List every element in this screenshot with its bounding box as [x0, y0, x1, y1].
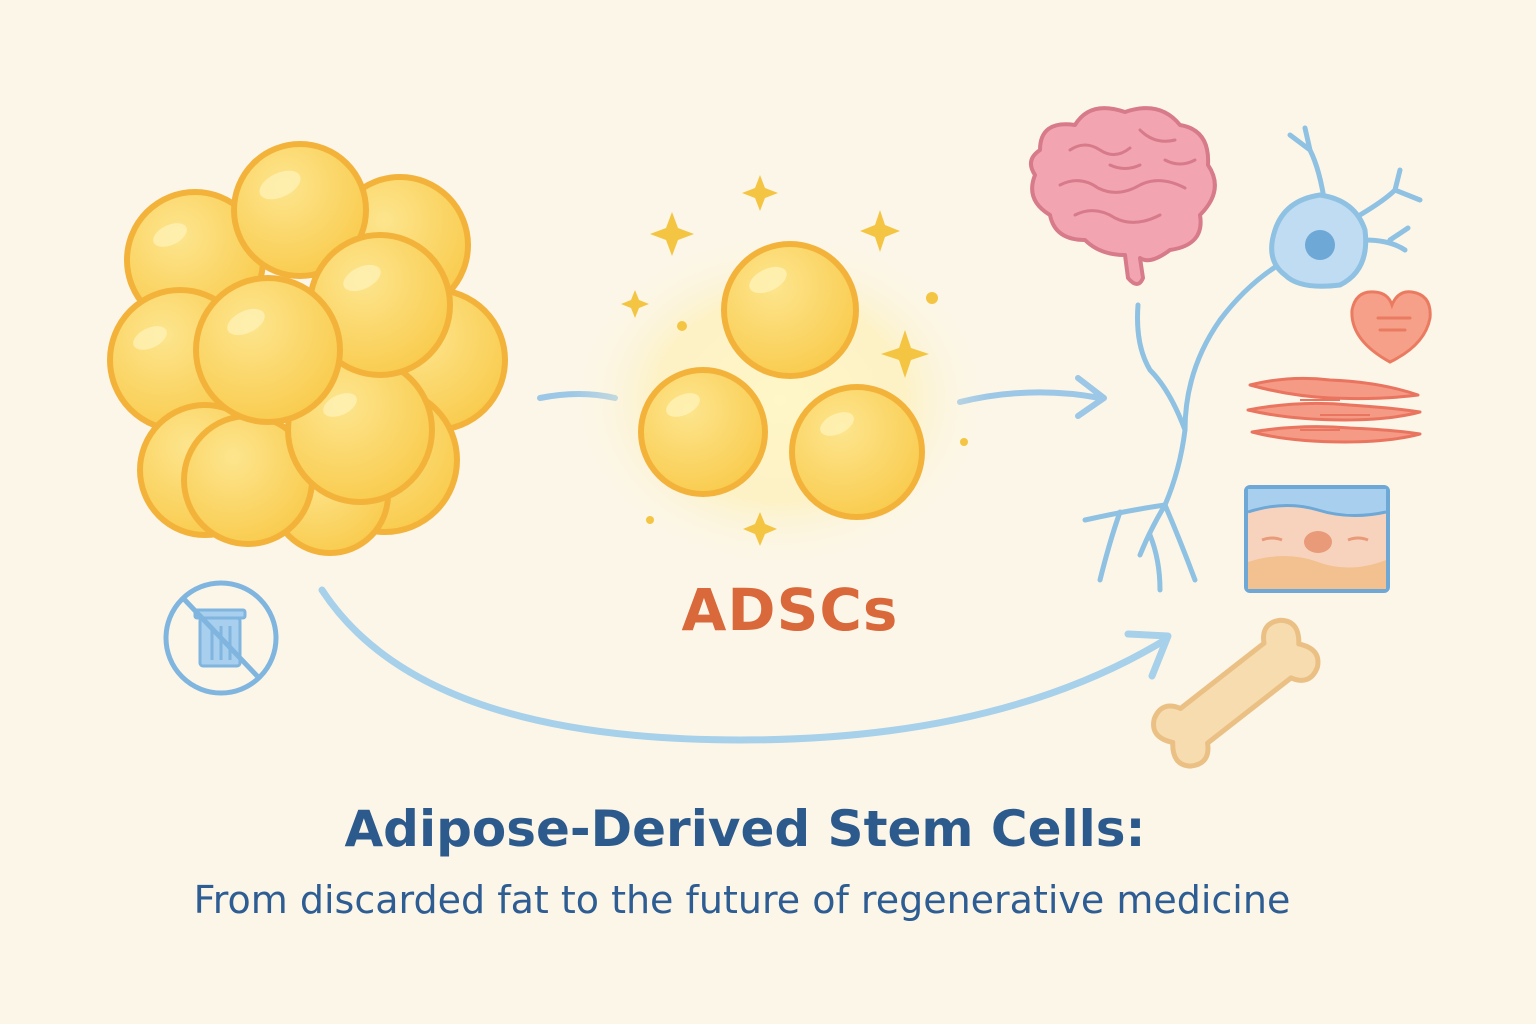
neuron-nucleus: [1305, 230, 1335, 260]
fat-cell-cluster: [107, 141, 508, 556]
stem-cell-highlights: [666, 266, 854, 436]
bone-icon: [1151, 617, 1321, 769]
adscs-label: ADSCs: [681, 576, 899, 644]
arrow-head-bottom: [1124, 630, 1172, 680]
skin-tissue-icon: [1244, 485, 1390, 593]
muscle-fiber-icon: [1246, 376, 1422, 444]
cell-highlights: [133, 170, 381, 417]
sparkles: [621, 175, 968, 546]
neuron-icon: [1082, 125, 1423, 593]
brain-icon: [1029, 106, 1217, 286]
heart-icon: [1350, 290, 1432, 364]
arrow-head-top: [1075, 375, 1107, 419]
no-trash-icon: [163, 580, 279, 696]
page-title: Adipose-Derived Stem Cells:: [344, 800, 1146, 858]
arrow-fat-to-tissues: [318, 586, 1169, 744]
page-subtitle: From discarded fat to the future of rege…: [193, 878, 1291, 922]
